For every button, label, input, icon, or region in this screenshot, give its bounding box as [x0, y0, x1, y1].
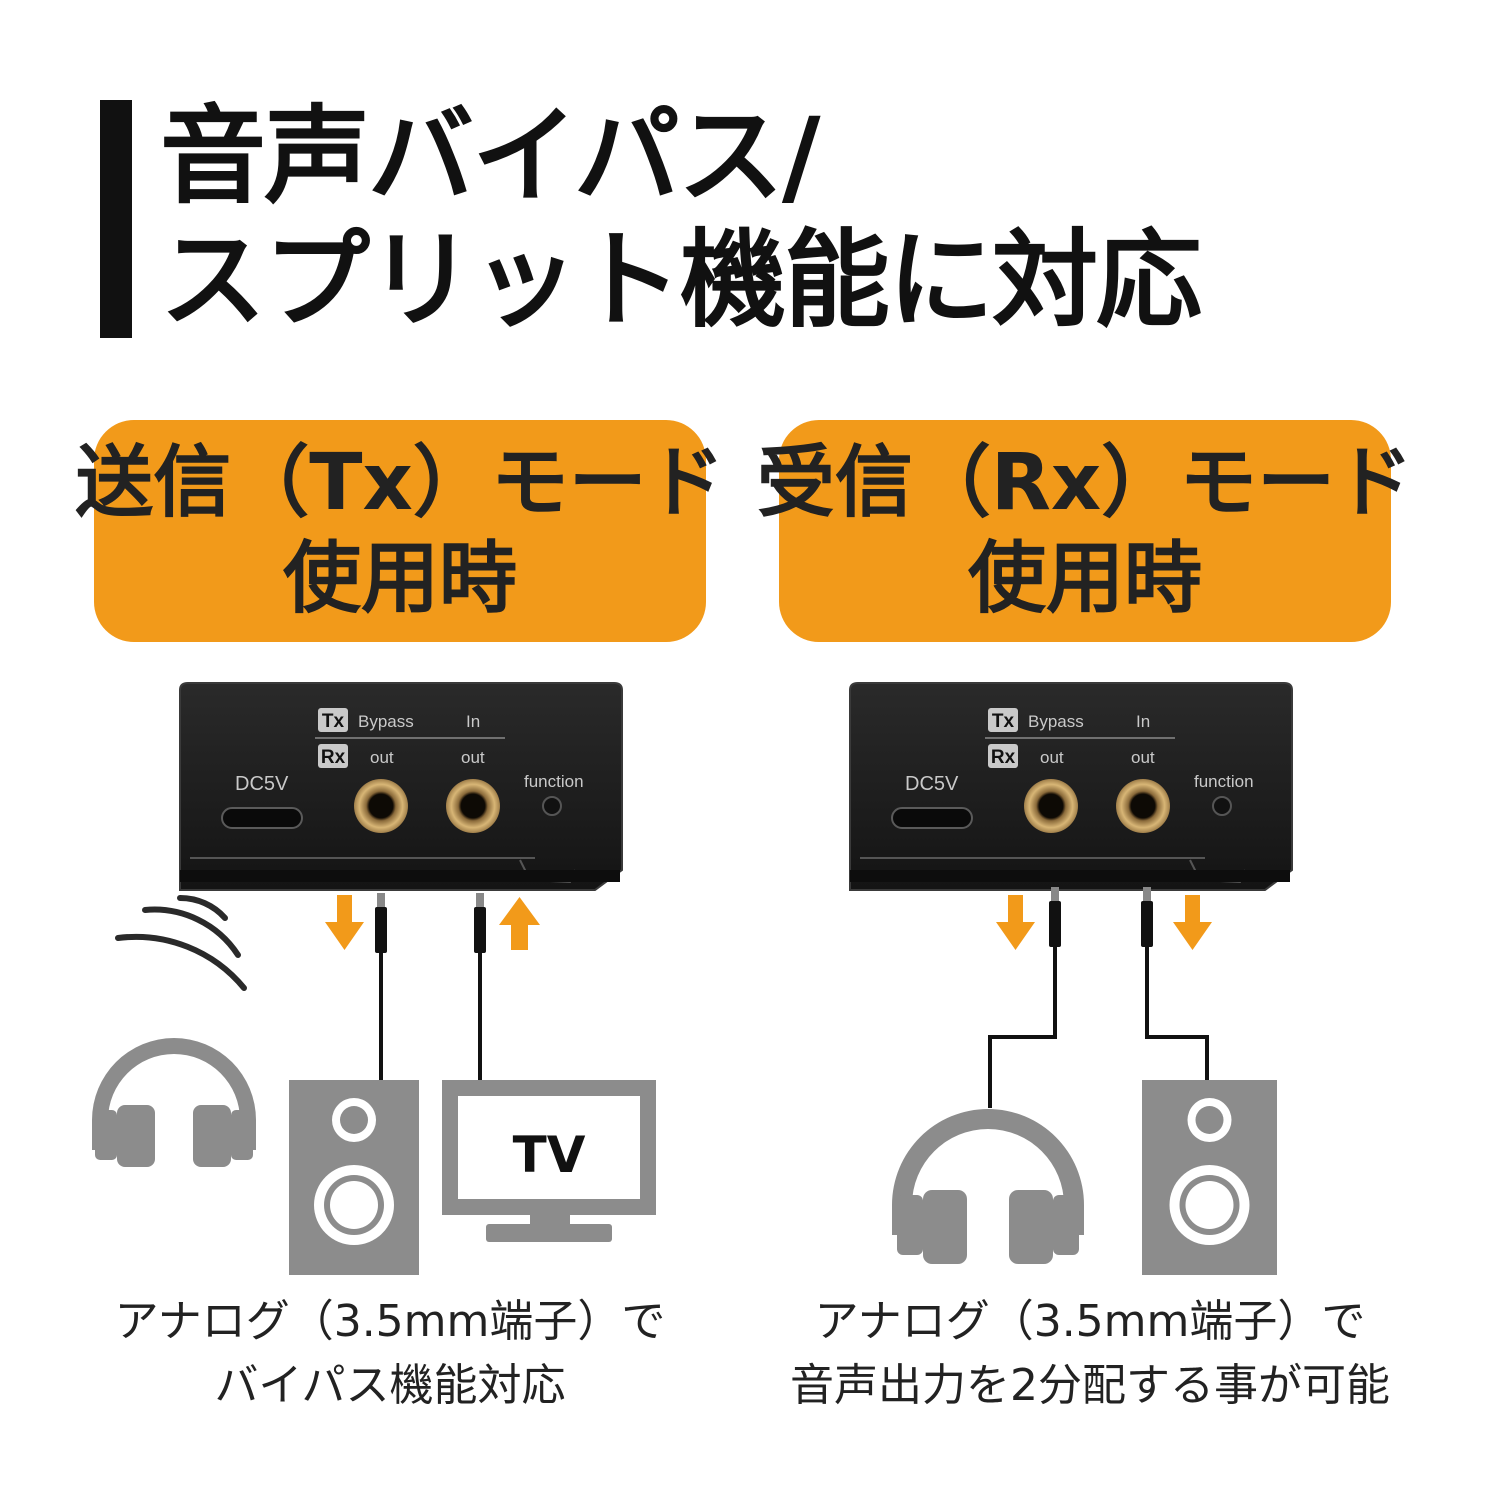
tx-mode-line-2: 使用時: [282, 534, 517, 624]
tx-function-button: [542, 796, 562, 816]
rx-device-out1-label: out: [1040, 748, 1064, 767]
rx-device-bypass-label: Bypass: [1028, 712, 1084, 731]
tx-dc-label: DC5V: [235, 773, 289, 795]
tx-usb-c-port: [221, 807, 303, 829]
tx-function-label: function: [524, 772, 584, 791]
rx-mode-label: 受信（Rx）モード 使用時: [757, 420, 1413, 642]
tx-mode-line-1: 送信（Tx）モード: [75, 438, 725, 528]
tx-caption-line-1: アナログ（3.5mm端子）で: [114, 1296, 666, 1347]
wireless-signal-icon: [115, 894, 247, 991]
rx-device-function-label: function: [1194, 772, 1254, 791]
rx-tag-text: Rx: [321, 747, 346, 768]
rx-bypass-plug: [988, 887, 1061, 1108]
title-line-1: 音声バイパス/: [160, 95, 821, 218]
tx-in-label: In: [466, 712, 480, 731]
rx-device-dc-label: DC5V: [905, 773, 959, 795]
rx-caption-line-2: 音声出力を2分配する事が可能: [790, 1360, 1390, 1411]
rx-output-arrow-1: [996, 895, 1035, 950]
tv-label: TV: [513, 1126, 586, 1184]
tx-out2-label: out: [461, 748, 485, 767]
rx-caption-line-1: アナログ（3.5mm端子）で: [814, 1296, 1366, 1347]
tx-tag-text: Tx: [322, 711, 345, 732]
rx-caption: アナログ（3.5mm端子）で 音声出力を2分配する事が可能: [770, 1290, 1410, 1418]
headphones-icon-right: [892, 1109, 1084, 1264]
rx-tag-badge: [318, 744, 348, 768]
speaker-icon-right: [1142, 1080, 1277, 1275]
headphones-icon-left: [92, 1038, 256, 1167]
rx-mode-line-2: 使用時: [967, 534, 1202, 624]
title-accent-bar: [100, 100, 132, 338]
tx-output-arrow: [325, 895, 364, 950]
rx-out-plug: [1141, 887, 1209, 1080]
rx-device-in-label: In: [1136, 712, 1150, 731]
tx-in-plug: [474, 893, 486, 1082]
rx-device-tx-tag: Tx: [992, 711, 1015, 732]
page-title: 音声バイパス/ スプリット機能に対応: [160, 92, 1202, 342]
rx-device-rx-tag: Rx: [991, 747, 1016, 768]
tx-out1-label: out: [370, 748, 394, 767]
tx-caption-line-2: バイパス機能対応: [214, 1360, 566, 1411]
rx-device-out2-label: out: [1131, 748, 1155, 767]
tx-caption: アナログ（3.5mm端子）で バイパス機能対応: [90, 1290, 690, 1418]
tx-bypass-plug: [375, 893, 387, 1082]
rx-output-arrow-2: [1173, 895, 1212, 950]
rx-mode-line-1: 受信（Rx）モード: [756, 438, 1414, 528]
tv-icon: [442, 1080, 656, 1242]
tx-device: Tx Bypass In Rx out out DC5V function: [179, 682, 623, 891]
tx-mode-label: 送信（Tx）モード 使用時: [75, 420, 725, 642]
tx-tag-badge: [318, 708, 348, 732]
rx-device: Tx Bypass In Rx out out DC5V function: [849, 682, 1293, 891]
tx-input-arrow: [499, 897, 540, 950]
tx-bypass-label: Bypass: [358, 712, 414, 731]
title-line-2: スプリット機能に対応: [160, 219, 1202, 342]
speaker-icon-left: [289, 1080, 419, 1275]
